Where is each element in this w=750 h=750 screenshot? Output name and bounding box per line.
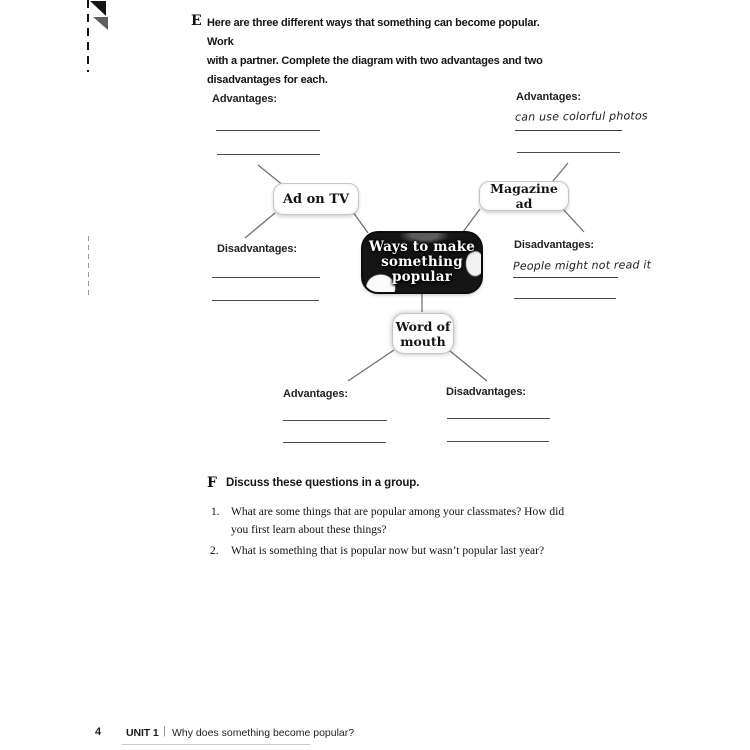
word-of-mouth-line: Word of [395,318,451,334]
unit-title: Why does something become popular? [172,727,355,739]
connector-line [244,212,276,239]
tv-disadvantages-label: Disadvantages: [217,243,297,255]
word-of-mouth-advantage-blank-2 [283,442,386,443]
connector-line [552,162,569,182]
word-of-mouth-advantages-label: Advantages: [283,388,348,400]
magazine-disadvantage-blank-1 [513,277,618,278]
center-node-line: popular [391,269,453,285]
exercise-f-letter: F [207,475,217,491]
footer-separator: | [163,725,166,737]
tv-disadvantage-blank-2 [212,300,319,301]
tv-disadvantage-blank-1 [212,277,320,278]
corner-triangle-icon [93,17,108,30]
node-ways-to-make-something-popular: Ways to make something popular [363,233,481,292]
margin-dashed-line [88,236,89,298]
question-line: What is something that is popular now bu… [231,545,545,557]
magazine-disadvantage-blank-2 [514,298,616,299]
connector-line [347,349,395,382]
question-1-text: What are some things that are popular am… [231,504,616,539]
instruction-line: disadvantages for each. [207,74,328,86]
page-number: 4 [95,726,102,738]
question-2-text: What is something that is popular now bu… [231,543,616,561]
magazine-advantage-answer: can use colorful photos [514,109,648,124]
unit-label: UNIT 1 [126,727,159,739]
tv-advantages-label: Advantages: [212,93,277,105]
exercise-e-letter: E [191,13,202,29]
connector-line [449,350,488,382]
word-of-mouth-advantage-blank-1 [283,420,387,421]
tv-advantage-blank-2 [217,154,320,155]
magazine-disadvantages-label: Disadvantages: [514,239,594,251]
word-of-mouth-line: mouth [400,333,446,349]
node-ad-on-tv: Ad on TV [273,183,359,215]
question-line: What are some things that are popular am… [231,506,565,518]
magazine-advantages-label: Advantages: [516,91,581,103]
exercise-f-instructions: Discuss these questions in a group. [226,477,420,489]
node-magazine-ad: Magazine ad [479,181,569,211]
magazine-advantage-blank-1 [515,130,622,131]
question-2-number: 2. [210,545,219,557]
word-of-mouth-disadvantages-label: Disadvantages: [446,386,526,398]
magazine-disadvantage-answer: People might not read it [512,258,652,273]
node-word-of-mouth: Word of mouth [392,313,454,354]
margin-dashed-line [87,0,89,72]
word-of-mouth-disadvantage-blank-1 [447,418,550,419]
connector-line [352,211,369,234]
footer-rule [122,744,310,745]
word-of-mouth-disadvantage-blank-2 [447,441,549,442]
question-line: you first learn about these things? [231,523,387,536]
connector-line [462,208,481,233]
center-node-line: something [381,254,463,270]
corner-triangle-icon [90,1,106,16]
magazine-advantage-blank-2 [517,152,620,153]
exercise-e-instructions: Here are three different ways that somet… [207,14,557,90]
instruction-line: with a partner. Complete the diagram wit… [207,55,543,67]
center-node-line: Ways to make [368,239,476,255]
tv-advantage-blank-1 [216,130,320,131]
instruction-line: Here are three different ways that somet… [207,17,540,48]
question-1-number: 1. [211,506,220,518]
connector-line [562,208,585,233]
